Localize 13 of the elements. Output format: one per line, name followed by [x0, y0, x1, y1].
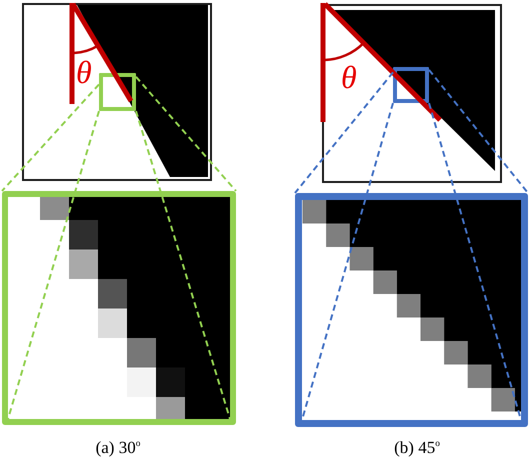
angle-symbol: θ	[341, 61, 357, 93]
panel-caption: (b) 45$^{o}$	[394, 438, 440, 458]
image-frame	[22, 3, 212, 181]
projection-line	[135, 76, 237, 192]
projection-line	[1, 84, 100, 192]
panel-caption: (a) 30$^{o}$	[96, 438, 140, 458]
projection-line	[7, 110, 100, 420]
zoom-region-frame	[99, 73, 136, 111]
projection-line	[294, 72, 394, 194]
zoom-region-frame	[393, 67, 429, 103]
projection-line	[428, 69, 529, 194]
image-frame	[322, 4, 502, 183]
angle-symbol: θ	[76, 56, 92, 88]
